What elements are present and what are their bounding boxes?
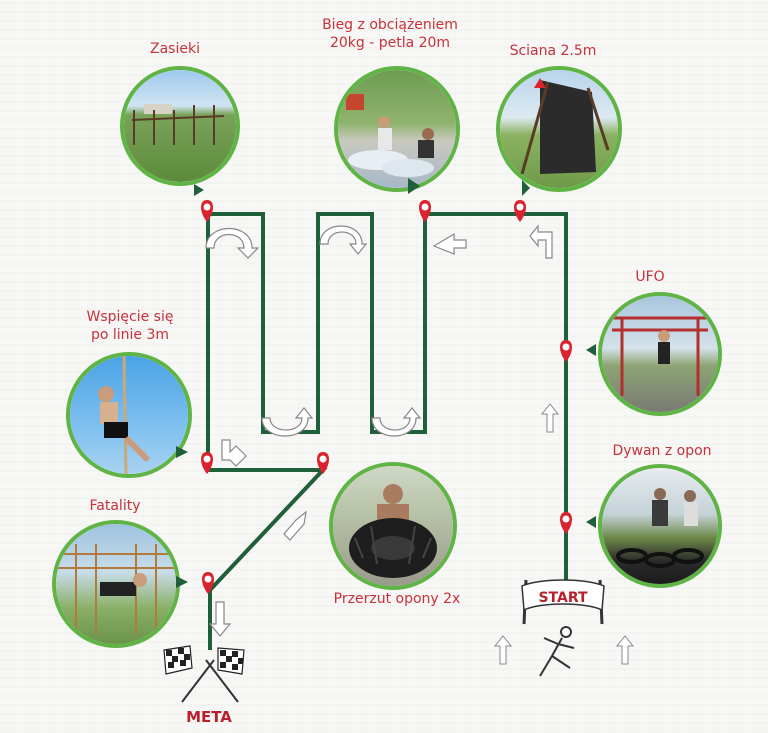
photo-przerzut <box>329 462 457 590</box>
uturn-arrows <box>205 224 553 637</box>
pin-zasieki-icon <box>201 200 213 222</box>
arrow-up-icon <box>616 635 634 665</box>
course-path <box>206 212 568 650</box>
label-wspiecie-line1: Wspięcie się <box>86 309 174 325</box>
pointer-bieg <box>408 178 420 194</box>
uturn-icon <box>261 407 314 437</box>
label-dywan: Dywan z opon <box>612 443 712 459</box>
rope-climber-icon <box>98 356 151 474</box>
uturn-icon <box>432 232 467 255</box>
tire-icon <box>349 484 437 578</box>
wall-icon <box>520 78 610 175</box>
bieg-scene-icon <box>346 94 434 177</box>
start-banner: START <box>521 579 605 625</box>
photo-wspiecie <box>66 352 192 478</box>
photo-zasieki <box>120 66 240 186</box>
pin-sciana-icon <box>514 200 526 222</box>
label-wspiecie: Wspięcie się po linie 3m <box>75 308 185 344</box>
pointer-ufo <box>586 344 596 356</box>
uturn-icon <box>221 439 247 467</box>
label-fatality: Fatality <box>89 498 141 514</box>
zasieki-scene-icon <box>131 104 225 145</box>
pin-ufo-icon <box>560 340 572 362</box>
pointer-zasieki <box>194 184 204 196</box>
ufo-rig-icon <box>612 316 708 396</box>
arrow-up-icon <box>541 403 559 433</box>
arrow-up-icon <box>494 635 512 665</box>
pin-bieg-icon <box>419 200 431 222</box>
label-bieg-line1: Bieg z obciążeniem <box>322 17 458 33</box>
label-ufo: UFO <box>635 269 665 285</box>
pointer-sciana <box>522 180 530 196</box>
label-sciana: Sciana 2.5m <box>509 43 597 59</box>
label-bieg: Bieg z obciążeniem 20kg - petla 20m <box>305 16 475 52</box>
label-zasieki: Zasieki <box>150 41 200 57</box>
tire-carpet-icon <box>616 488 704 568</box>
arrow-down-icon <box>208 601 232 637</box>
finish-flags-icon: META <box>163 645 245 726</box>
photo-ufo <box>598 292 722 416</box>
pointer-fatality <box>176 576 188 588</box>
pointer-wspiecie <box>176 446 188 458</box>
pin-dywan-icon <box>560 512 572 534</box>
uturn-icon <box>371 407 422 437</box>
net-obstacle-icon <box>56 544 176 634</box>
label-przerzut: Przerzut opony 2x <box>333 591 461 607</box>
uturn-icon <box>319 225 368 255</box>
meta-label: META <box>186 708 232 726</box>
label-bieg-line2: 20kg - petla 20m <box>329 35 451 51</box>
arrow-diagonal-icon <box>283 510 307 541</box>
photo-dywan <box>598 464 722 588</box>
photo-sciana <box>496 66 622 192</box>
start-label: START <box>538 590 588 606</box>
pin-fatality-icon <box>202 572 214 594</box>
uturn-icon <box>529 224 553 259</box>
pointer-dywan <box>586 516 596 528</box>
runner-icon <box>539 626 575 677</box>
label-wspiecie-line2: po linie 3m <box>90 327 170 343</box>
uturn-icon <box>205 227 260 259</box>
photo-bieg <box>334 66 460 192</box>
